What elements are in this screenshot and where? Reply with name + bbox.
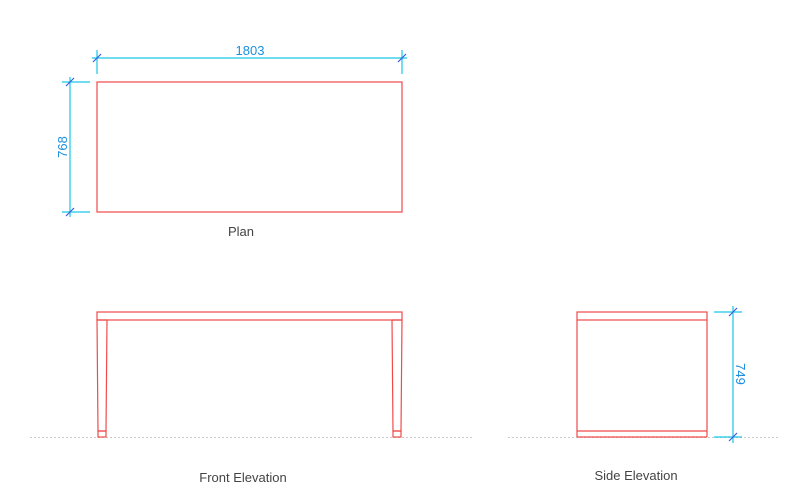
plan-caption: Plan xyxy=(228,224,254,239)
front-elevation-view: Front Elevation xyxy=(30,311,472,485)
plan-width-dimension: 1803 xyxy=(92,43,407,74)
side-height-dimension: 749 xyxy=(714,306,748,443)
plan-view: 1803 768 Plan xyxy=(55,43,407,239)
front-right-leg xyxy=(391,319,403,432)
side-tabletop xyxy=(576,311,708,321)
side-height-label: 749 xyxy=(733,363,748,385)
front-tabletop xyxy=(96,311,403,321)
front-elevation-caption: Front Elevation xyxy=(199,470,286,485)
front-left-leg xyxy=(96,319,108,432)
front-right-foot xyxy=(392,430,402,438)
side-elevation-caption: Side Elevation xyxy=(594,468,677,483)
plan-outline xyxy=(96,81,403,213)
side-elevation-view: 749 Side Elevation xyxy=(508,306,778,483)
plan-depth-label: 768 xyxy=(55,136,70,158)
plan-width-label: 1803 xyxy=(236,43,265,58)
plan-depth-dimension: 768 xyxy=(55,77,90,217)
front-left-foot xyxy=(97,430,107,438)
